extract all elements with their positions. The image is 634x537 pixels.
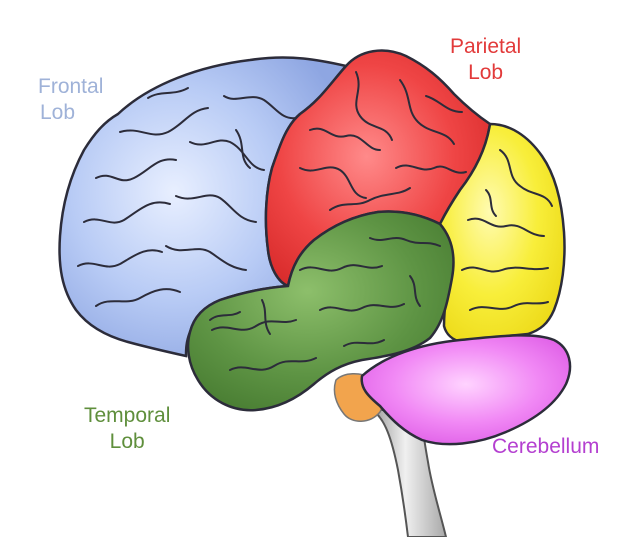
parietal-lobe-label-line1: Parietal xyxy=(450,35,522,58)
temporal-lobe-label-line1: Temporal xyxy=(84,404,171,427)
cerebellum-label: Cerebellum xyxy=(492,434,599,460)
cerebellum-label-text: Cerebellum xyxy=(492,435,600,458)
temporal-lobe-label: Temporal Lob xyxy=(84,403,170,455)
frontal-lobe-label: Frontal Lob xyxy=(38,74,103,126)
brain-stem xyxy=(368,409,448,537)
temporal-lobe xyxy=(186,210,455,412)
gyri-lines xyxy=(77,71,553,371)
temporal-lobe-label-line2: Lob xyxy=(109,430,145,453)
cerebellum xyxy=(360,334,572,446)
frontal-lobe-label-line2: Lob xyxy=(40,101,76,124)
frontal-lobe-label-line1: Frontal xyxy=(38,75,104,98)
parietal-lobe-label: Parietal Lob xyxy=(450,34,521,86)
parietal-lobe-label-line2: Lob xyxy=(468,61,504,84)
